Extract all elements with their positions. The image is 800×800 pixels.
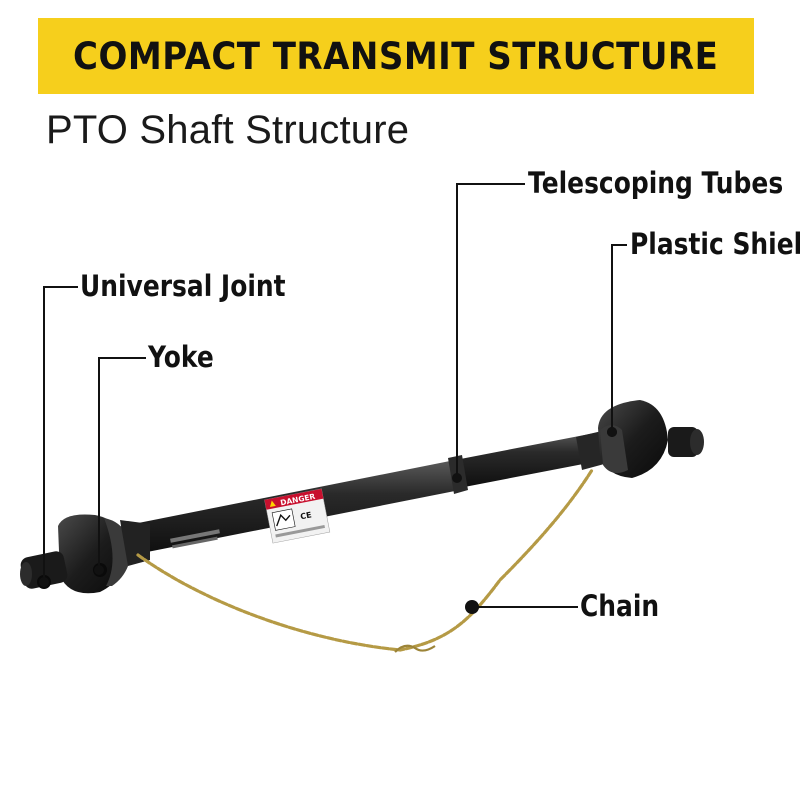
subtitle: PTO Shaft Structure bbox=[46, 108, 410, 152]
left-plastic-shield bbox=[58, 514, 150, 594]
dot-chain bbox=[465, 600, 479, 614]
title-banner: COMPACT TRANSMIT STRUCTURE bbox=[38, 18, 754, 94]
inner-tube bbox=[450, 432, 604, 489]
label-telescoping-tubes: Telescoping Tubes bbox=[528, 166, 784, 200]
label-plastic-shield: Plastic Shield bbox=[630, 227, 800, 261]
callout-dots bbox=[39, 427, 617, 614]
dot-yoke bbox=[94, 565, 104, 575]
right-plastic-shield bbox=[598, 400, 704, 478]
label-universal-joint: Universal Joint bbox=[80, 269, 286, 303]
safety-chain bbox=[136, 468, 594, 652]
leader-yoke bbox=[98, 357, 146, 570]
leader-plastic-shield bbox=[611, 244, 627, 432]
dot-universal-joint bbox=[39, 577, 49, 587]
tube-marking bbox=[170, 529, 220, 549]
pto-shaft: DANGER CE bbox=[20, 400, 704, 594]
dot-telescoping-tubes bbox=[452, 473, 462, 483]
banner-title: COMPACT TRANSMIT STRUCTURE bbox=[73, 34, 719, 78]
ce-mark: CE bbox=[300, 510, 313, 521]
label-chain: Chain bbox=[580, 589, 660, 623]
leader-universal-joint bbox=[43, 286, 78, 582]
dot-plastic-shield bbox=[607, 427, 617, 437]
leader-telescoping-tubes bbox=[456, 183, 525, 478]
callout-leaders bbox=[43, 183, 627, 608]
danger-label: DANGER CE bbox=[264, 488, 331, 544]
label-yoke: Yoke bbox=[148, 340, 214, 374]
chain-hook bbox=[394, 644, 436, 653]
